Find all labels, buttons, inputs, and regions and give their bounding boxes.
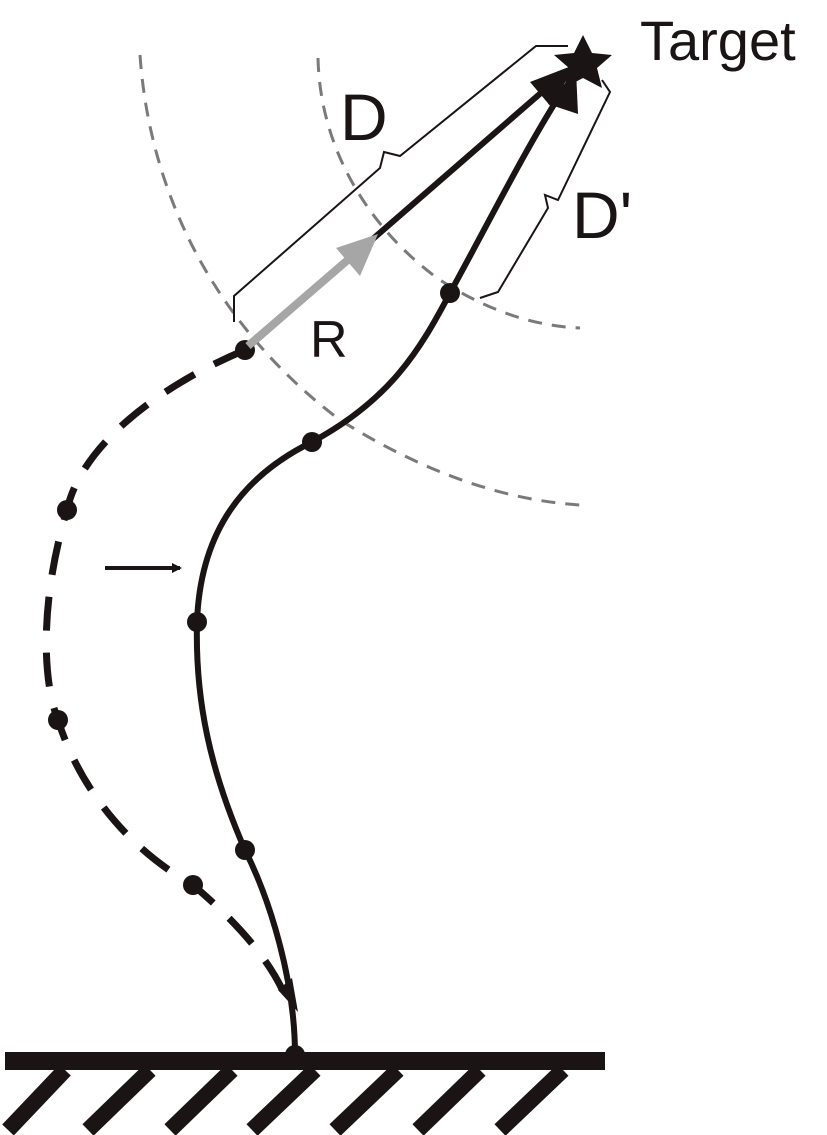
target-label: Target	[640, 9, 796, 72]
previous-joint	[183, 875, 203, 895]
outer-reach-arc	[138, 54, 581, 507]
step-r-arrowhead	[336, 234, 378, 276]
distance-d-label: D	[340, 80, 388, 154]
current-joints	[187, 283, 460, 1065]
previous-joint	[48, 710, 68, 730]
distance-dprime-label: D'	[572, 178, 632, 252]
step-r-arrow	[245, 254, 353, 350]
current-joint	[187, 612, 207, 632]
previous-joint	[57, 500, 77, 520]
ground-base	[5, 1052, 605, 1070]
distance-d-bracket	[233, 45, 568, 322]
current-arm-solid	[193, 93, 563, 1056]
previous-joints	[48, 340, 255, 895]
current-end-effector	[440, 283, 460, 303]
ground-hatching	[2, 1064, 569, 1135]
previous-arm-dashed	[42, 346, 294, 1010]
inner-reach-arc	[316, 57, 581, 330]
distance-dprime-bracket	[479, 79, 612, 299]
current-joint	[235, 840, 255, 860]
step-r-label: R	[310, 311, 348, 369]
target-star-icon	[554, 35, 612, 88]
distance-d-arrowhead	[530, 65, 574, 108]
current-base-joint	[285, 1045, 305, 1065]
current-joint	[302, 432, 322, 452]
